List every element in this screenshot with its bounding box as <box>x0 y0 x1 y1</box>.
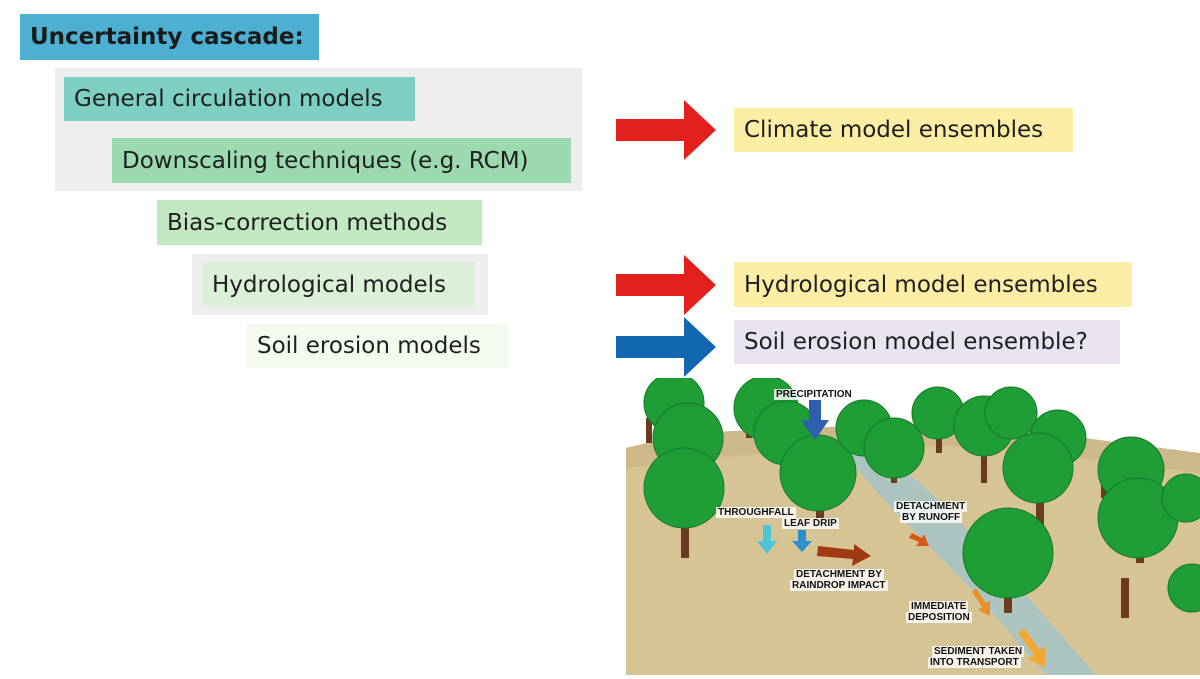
label-sediment-1: SEDIMENT TAKEN <box>932 646 1025 657</box>
label-immediate-deposition-1: IMMEDIATE <box>909 601 969 612</box>
label-detachment-raindrop-1: DETACHMENT BY <box>794 569 884 580</box>
illustration-canvas <box>626 372 1200 675</box>
soil-erosion-illustration: PRECIPITATION THROUGHFALL LEAF DRIP DETA… <box>626 372 1200 675</box>
result-soil-erosion-ensemble: Soil erosion model ensemble? <box>734 320 1120 364</box>
label-sediment-2: INTO TRANSPORT <box>928 657 1021 668</box>
label-precipitation: PRECIPITATION <box>774 389 854 400</box>
cascade-box-bias-correction: Bias-correction methods <box>157 200 482 245</box>
cascade-box-hydrological: Hydrological models <box>202 262 474 307</box>
result-climate-ensembles: Climate model ensembles <box>734 108 1073 152</box>
label-detachment-runoff-1: DETACHMENT <box>894 501 968 512</box>
cascade-box-soil-erosion: Soil erosion models <box>247 324 508 368</box>
result-hydrological-ensembles: Hydrological model ensembles <box>734 262 1132 307</box>
red-arrow-climate <box>616 100 716 160</box>
label-throughfall: THROUGHFALL <box>716 507 796 518</box>
label-immediate-deposition-2: DEPOSITION <box>906 612 972 623</box>
cascade-box-gcm: General circulation models <box>64 77 415 121</box>
label-detachment-raindrop-2: RAINDROP IMPACT <box>790 580 888 591</box>
label-leaf-drip: LEAF DRIP <box>782 518 839 529</box>
slide-title: Uncertainty cascade: <box>20 14 319 60</box>
label-detachment-runoff-2: BY RUNOFF <box>900 512 963 523</box>
blue-arrow-soil <box>616 317 716 377</box>
cascade-box-downscaling: Downscaling techniques (e.g. RCM) <box>112 138 571 183</box>
red-arrow-hydro <box>616 255 716 315</box>
